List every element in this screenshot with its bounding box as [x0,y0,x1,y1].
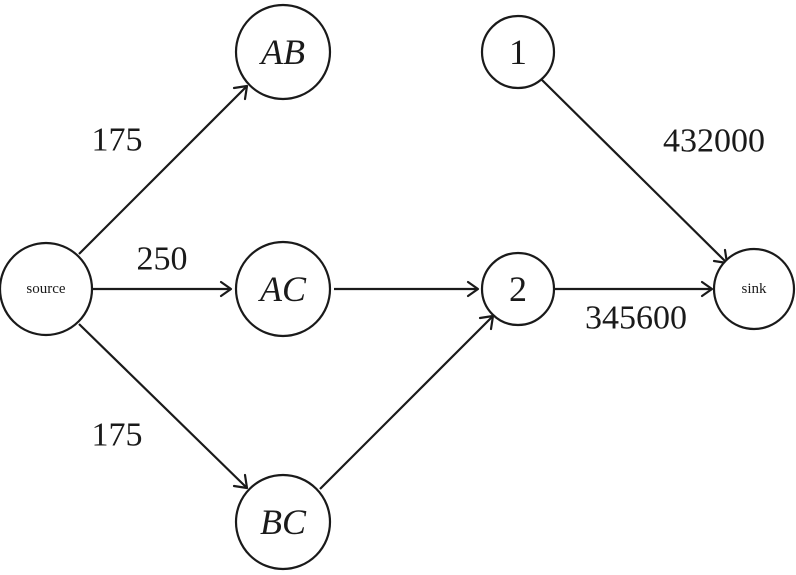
node-label-1: 1 [509,32,527,72]
edge-1-sink [540,78,729,265]
node-2: 2 [480,251,556,327]
node-source: source [0,241,94,337]
node-label-bc: BC [260,502,307,542]
node-ab: AB [234,3,332,101]
node-bc: BC [234,473,332,571]
node-sink: sink [712,247,796,331]
edge-source-ac [93,280,233,298]
node-label-2: 2 [509,269,527,309]
edge-source-bc [78,323,249,490]
edge-2-sink [554,280,714,298]
arrowhead-icon [232,473,249,490]
node-label-ac: AC [258,269,307,309]
node-label-source: source [26,281,65,297]
node-label-sink: sink [741,281,767,297]
edge-source-ab [78,84,249,255]
edge-label-source-ab: 175 [92,122,143,159]
arrowhead-icon [219,280,233,298]
edge-label-1-sink: 432000 [663,123,765,160]
edge-label-2-sink: 345600 [585,300,687,337]
edge-ac-2 [334,280,480,298]
node-label-ab: AB [259,32,305,72]
edge-bc-2 [319,314,495,490]
edge-label-source-bc: 175 [92,417,143,454]
edge-label-source-ac: 250 [137,241,188,278]
arrowhead-icon [700,280,714,298]
arrowhead-icon [232,84,249,101]
node-ac: AC [234,240,332,338]
node-1: 1 [480,14,556,90]
arrowhead-icon [466,280,480,298]
